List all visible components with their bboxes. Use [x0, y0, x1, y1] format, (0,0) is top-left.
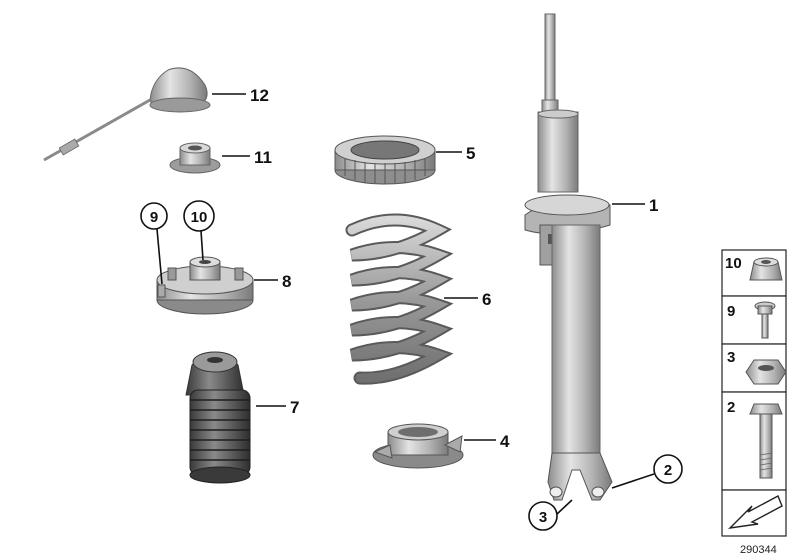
panel-item-3: 3 [727, 349, 735, 366]
callout-6: 6 [482, 290, 491, 309]
callout-4: 4 [500, 432, 510, 451]
upper-spring-pad-part [334, 135, 436, 185]
coil-spring-part [345, 213, 454, 385]
shock-absorber-part [524, 13, 613, 501]
fastener-panel: 10 9 3 2 [721, 249, 787, 537]
callout-11: 11 [254, 148, 272, 167]
callout-5: 5 [466, 144, 475, 163]
dust-boot-part [185, 351, 251, 484]
nut-10-icon [749, 257, 783, 281]
panel-item-2: 2 [727, 399, 735, 416]
bolt-2-icon [749, 403, 783, 479]
callout-10-circle: 10 [183, 200, 215, 232]
callout-2-circle: 2 [653, 454, 683, 484]
callout-8: 8 [282, 272, 291, 291]
panel-item-9: 9 [727, 303, 735, 320]
panel-item-10: 10 [725, 255, 742, 272]
document-number: 290344 [740, 544, 777, 556]
bmw-direction-arrow-icon [728, 495, 783, 529]
callout-3-circle: 3 [528, 501, 558, 531]
callout-12: 12 [250, 86, 269, 105]
grommet-part [169, 142, 221, 174]
callout-9-circle: 9 [140, 202, 168, 230]
strut-mount-part [156, 256, 254, 315]
svg-text:2: 2 [664, 462, 672, 479]
callout-1: 1 [649, 196, 658, 215]
sensor-cable-part [43, 67, 211, 162]
lower-spring-pad-part [372, 423, 464, 469]
bolt-9-icon [754, 301, 776, 339]
svg-text:3: 3 [539, 509, 547, 526]
nut-3-icon [745, 359, 787, 385]
svg-text:10: 10 [191, 209, 208, 226]
callout-7: 7 [290, 398, 299, 417]
svg-text:9: 9 [150, 209, 158, 226]
